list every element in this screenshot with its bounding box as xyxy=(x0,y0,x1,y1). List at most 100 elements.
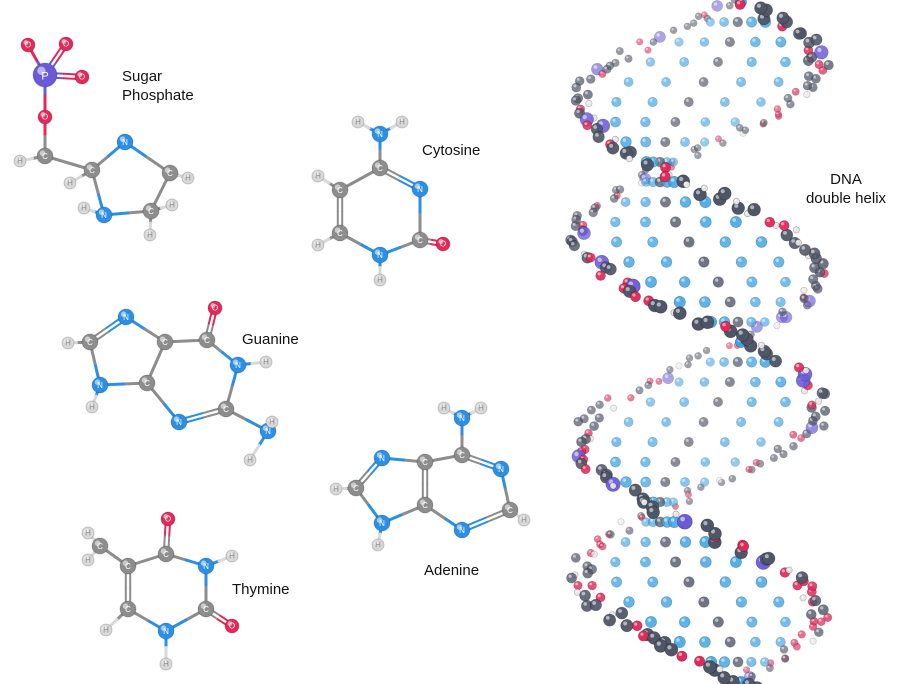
adenine-label: Adenine xyxy=(424,562,480,579)
helix-atom-highlight xyxy=(720,673,725,678)
carbon-atom: C xyxy=(91,537,109,555)
helix-atom xyxy=(732,356,743,368)
helix-atom xyxy=(724,636,736,648)
helix-atom-highlight xyxy=(816,61,820,65)
helix-atom-highlight xyxy=(754,460,757,463)
helix-atom-highlight xyxy=(622,198,626,202)
helix-atom xyxy=(589,421,599,431)
helix-atom xyxy=(585,252,596,263)
helix-atom xyxy=(679,57,690,67)
hydrogen-atom: H xyxy=(311,238,325,252)
helix-atom-highlight xyxy=(663,418,667,422)
helix-atom-highlight xyxy=(805,38,810,43)
helix-atom xyxy=(756,97,766,107)
helix-atom-highlight xyxy=(799,631,802,635)
helix-atom-highlight xyxy=(588,76,591,79)
helix-atom-highlight xyxy=(612,558,616,562)
helix-atom xyxy=(655,377,663,385)
helix-atom xyxy=(809,594,822,607)
helix-atom-highlight xyxy=(787,567,790,570)
hydrogen-atom: H xyxy=(265,415,279,429)
helix-atom-highlight xyxy=(612,458,616,462)
oxygen-atom: O xyxy=(20,37,36,53)
helix-atom xyxy=(594,413,604,423)
helix-atom xyxy=(716,665,724,673)
helix-atom xyxy=(738,540,750,552)
svg-text:O: O xyxy=(229,622,235,631)
helix-atom-highlight xyxy=(777,38,781,42)
carbon-atom: C xyxy=(36,147,54,165)
helix-atom-highlight xyxy=(632,293,636,297)
helix-atom-highlight xyxy=(580,222,583,225)
helix-atom-highlight xyxy=(792,640,795,643)
helix-atom xyxy=(678,616,691,628)
helix-atom xyxy=(644,381,653,390)
helix-atom xyxy=(746,56,757,68)
svg-text:H: H xyxy=(399,117,405,126)
helix-atom-highlight xyxy=(676,638,680,642)
helix-atom xyxy=(603,394,612,402)
carbon-atom: C xyxy=(81,333,99,351)
helix-atom xyxy=(640,196,651,208)
helix-atom-highlight xyxy=(608,479,614,485)
helix-atom-highlight xyxy=(672,558,676,562)
svg-text:H: H xyxy=(85,555,91,564)
helix-atom-highlight xyxy=(779,309,783,312)
helix-atom xyxy=(624,54,633,63)
hydrogen-atom: H xyxy=(351,115,365,129)
helix-atom-highlight xyxy=(624,279,628,283)
helix-atom-highlight xyxy=(700,78,704,82)
helix-atom-highlight xyxy=(573,216,577,220)
helix-atom-highlight xyxy=(681,398,685,402)
helix-atom xyxy=(807,581,818,592)
helix-atom-highlight xyxy=(623,621,628,626)
svg-text:H: H xyxy=(478,403,484,412)
helix-atom-highlight xyxy=(738,598,742,602)
helix-atom-highlight xyxy=(650,301,655,306)
helix-atom-highlight xyxy=(775,106,778,109)
helix-atom xyxy=(685,497,694,506)
helix-atom xyxy=(683,22,692,31)
helix-atom-highlight xyxy=(798,573,803,578)
svg-text:H: H xyxy=(315,240,321,249)
hydrogen-atom: H xyxy=(61,336,75,350)
helix-atom xyxy=(610,216,621,228)
svg-text:C: C xyxy=(422,458,428,467)
helix-atom-highlight xyxy=(583,602,587,606)
sugar-label-line: Sugar xyxy=(122,68,163,85)
helix-atom-highlight xyxy=(771,455,774,458)
helix-atom xyxy=(568,240,581,252)
helix-atom xyxy=(780,276,791,288)
helix-atom-highlight xyxy=(726,638,731,642)
helix-atom-highlight xyxy=(591,423,595,426)
helix-atom-highlight xyxy=(679,176,684,182)
helix-atom-highlight xyxy=(581,591,586,596)
hydrogen-atom: H xyxy=(259,355,273,369)
helix-atom xyxy=(773,77,784,88)
helix-atom xyxy=(746,396,757,408)
svg-text:C: C xyxy=(203,605,209,614)
helix-atom-highlight xyxy=(572,97,577,101)
svg-text:O: O xyxy=(440,240,446,249)
helix-atom xyxy=(805,609,817,620)
hydrogen-atom: H xyxy=(143,228,157,242)
helix-atom-highlight xyxy=(734,203,739,208)
helix-atom-highlight xyxy=(569,238,573,242)
helix-atom-highlight xyxy=(732,119,736,122)
helix-atom-highlight xyxy=(825,61,829,65)
helix-atom-highlight xyxy=(647,278,652,282)
helix-atom xyxy=(636,38,644,46)
helix-atom xyxy=(660,136,671,148)
helix-atom-highlight xyxy=(664,374,669,379)
helix-atom-highlight xyxy=(661,173,666,177)
helix-atom xyxy=(660,596,673,608)
helix-atom xyxy=(610,556,621,568)
helix-atom-highlight xyxy=(681,58,685,62)
helix-atom-highlight xyxy=(634,622,638,626)
helix-atom xyxy=(694,352,702,360)
helix-atom-highlight xyxy=(748,278,752,282)
helix-atom-highlight xyxy=(584,563,588,567)
helix-atom-highlight xyxy=(622,478,627,482)
helix-atom-highlight xyxy=(813,75,816,79)
